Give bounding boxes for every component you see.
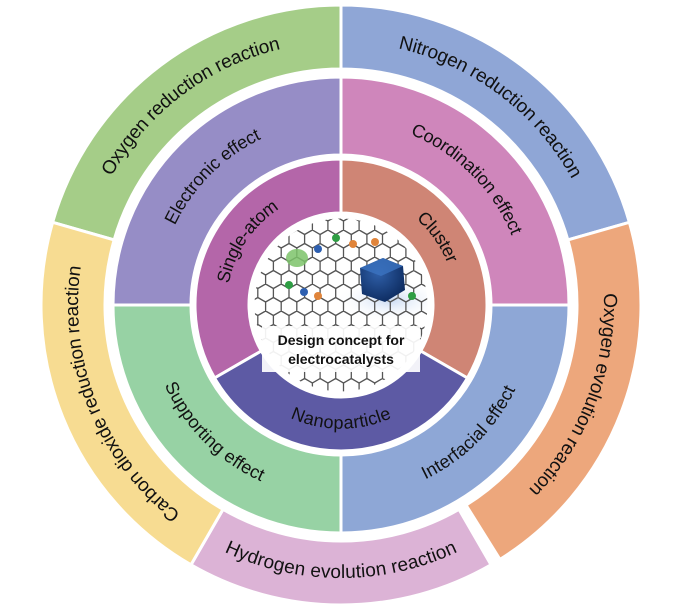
center-title-line1: Design concept for (278, 332, 405, 348)
atom-dot (349, 240, 357, 248)
single-atom-green-blob (286, 249, 308, 267)
center-circle: Design concept for electrocatalysts (251, 215, 431, 395)
segment-nanoparticle: Nanoparticle (212, 348, 470, 453)
segment-fill (463, 220, 643, 562)
dopant-atoms (285, 234, 416, 300)
segment-fill (339, 75, 571, 307)
atom-dot (408, 292, 416, 300)
atom-dot (332, 234, 340, 242)
center-title-line2: electrocatalysts (288, 351, 394, 367)
segment-fill (39, 220, 226, 567)
segment-fill (111, 75, 343, 307)
segment-cluster: Cluster (339, 157, 489, 381)
atom-dot (314, 292, 322, 300)
atom-dot (300, 288, 308, 296)
segment-fill (111, 303, 343, 535)
metal-cluster-icon (360, 258, 405, 302)
atom-dot (285, 281, 293, 289)
atom-dot (371, 238, 379, 246)
segment-fill (339, 157, 489, 381)
segment-fill (193, 157, 343, 381)
segment-fill (339, 303, 571, 535)
segment-fill (212, 348, 470, 453)
segment-hydrogen-evolution-reaction: Hydrogen evolution reaction (188, 507, 494, 607)
atom-dot (314, 245, 322, 253)
